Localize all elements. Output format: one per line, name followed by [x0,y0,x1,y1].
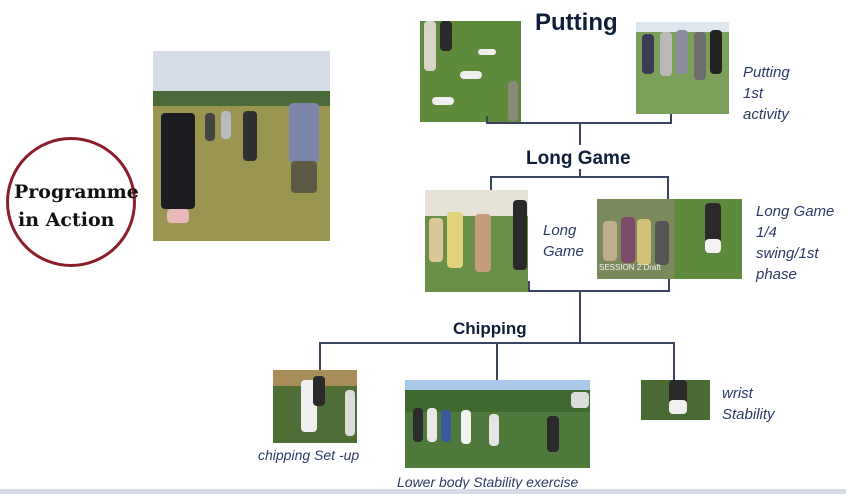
chipping-setup-photo [273,370,357,443]
caption-lower-body-stability: Lower body Stability exercise [397,474,579,490]
connector-chipping-right-drop [673,342,675,380]
putting-photo-2 [636,22,729,114]
caption-long-game-quarter-swing: Long Game 1/4 swing/1st phase [756,203,835,283]
group-photo [153,51,330,241]
connector-longgame-stem [579,169,581,177]
connector-longgame-hbar [490,176,669,178]
caption-long-game: Long Game [543,222,584,260]
caption-chipping-setup: chipping Set -up [258,447,360,463]
long-game-quarter-photo: SESSION 2 Draft [597,199,742,279]
caption-putting-first-activity: Putting 1st activity [743,64,790,123]
connector-longgame-left-drop [490,176,492,190]
chipping-heading: Chipping [453,319,527,338]
connector-putting-right-up [670,114,672,124]
programme-badge-ring [6,137,136,267]
connector-longgame-bracket-hbar [528,290,670,292]
putting-photo-1 [420,21,521,122]
badge-line-2: in Action [18,209,115,231]
programme-badge-label: Programme in Action [14,178,144,234]
long-game-photo [425,190,528,292]
connector-putting-bracket [486,116,488,122]
connector-longgame-right-drop [667,176,669,200]
lower-body-stability-photo [405,380,590,468]
putting-heading: Putting [535,9,618,36]
long-game-heading: Long Game [526,148,631,169]
session-overlay-text: SESSION 2 Draft [599,263,661,272]
connector-chipping-left-drop [319,342,321,370]
bottom-scroll-bar [0,489,846,494]
connector-putting-stem [579,123,581,145]
caption-wrist-stability: wrist Stability [722,385,775,423]
connector-chipping-mid-drop [496,342,498,380]
connector-longgame-bracket-right [668,279,670,291]
connector-chipping-stem [579,291,581,343]
badge-line-1: Programme [14,181,139,203]
connector-longgame-bracket-left [528,281,530,291]
wrist-stability-photo [641,380,710,420]
